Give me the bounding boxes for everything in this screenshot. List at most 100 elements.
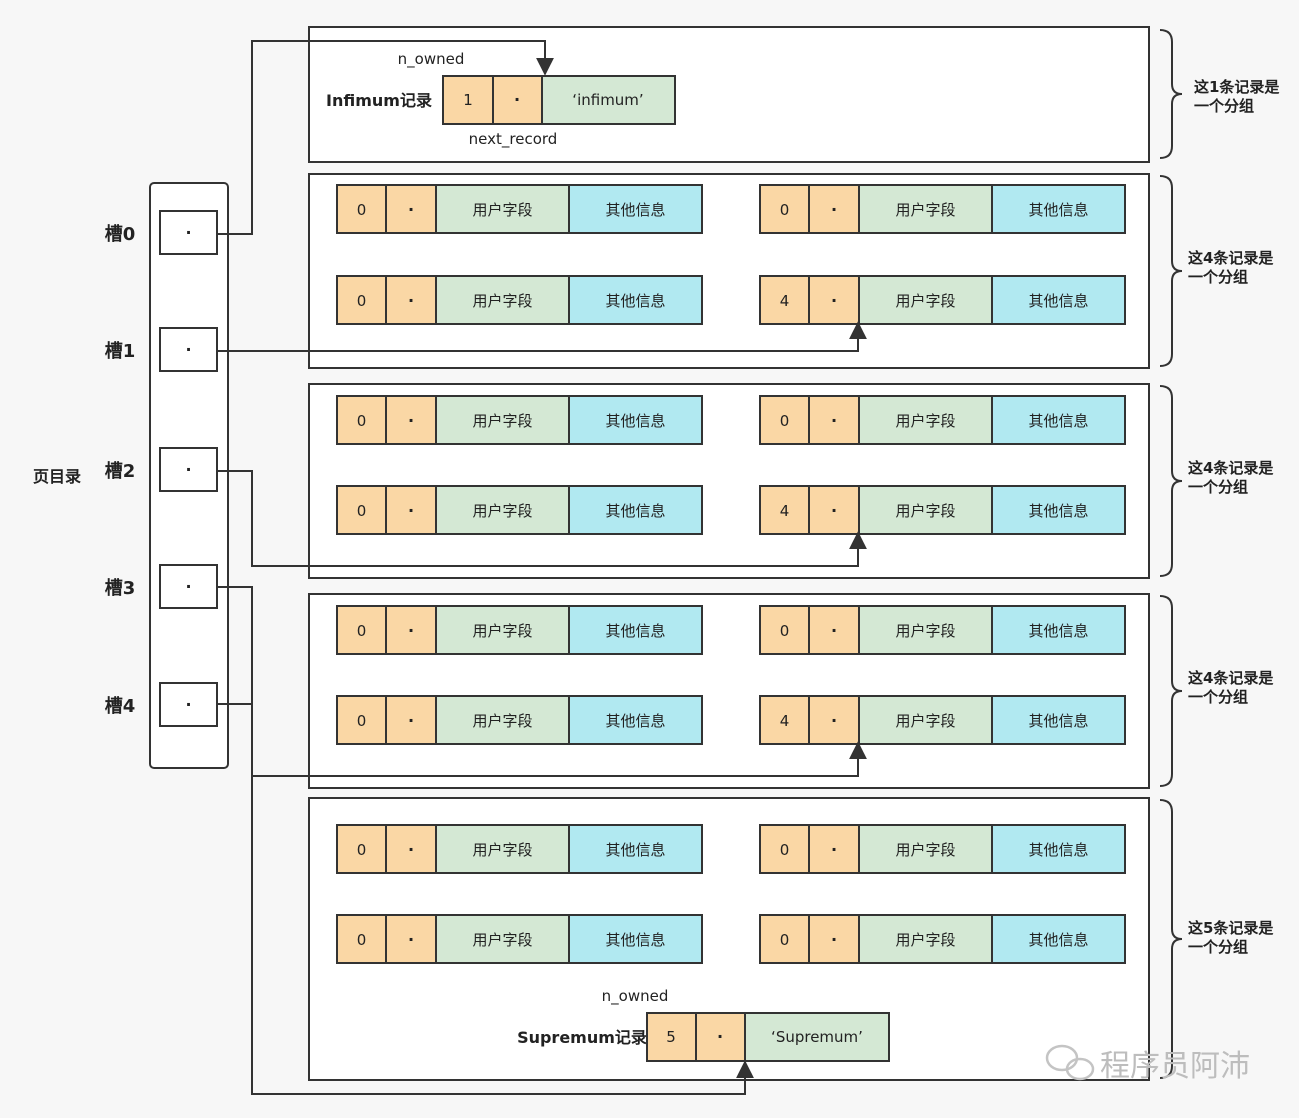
- slot-3-cell: [159, 564, 218, 609]
- supremum-title: Supremum记录: [517, 1028, 647, 1047]
- n-owned-cell: [759, 695, 810, 745]
- other-info-cell: [568, 395, 703, 445]
- n-owned-value: 0: [357, 841, 367, 859]
- pointer-dot: ·: [831, 501, 837, 520]
- other-info-cell: [991, 275, 1126, 325]
- slot-1-cell: [159, 327, 218, 372]
- infimum-group-brace: [1159, 29, 1183, 159]
- other-info-cell: [991, 184, 1126, 234]
- slot-3-label: 槽3: [105, 577, 136, 599]
- user-fields-cell: [435, 695, 570, 745]
- other-info-cell: [991, 485, 1126, 535]
- watermark-text: 程序员阿沛: [1100, 1049, 1250, 1084]
- other-info-cell: [568, 605, 703, 655]
- record: 0·用户字段其他信息: [759, 395, 1126, 445]
- other-info-label: 其他信息: [1028, 712, 1088, 730]
- n-owned-value: 0: [357, 412, 367, 430]
- pointer-dot: ·: [408, 621, 414, 640]
- group-1-brace: [1159, 175, 1183, 367]
- group-4-brace-label-line2: 一个分组: [1188, 938, 1248, 956]
- supremum-pointer-cell: [695, 1012, 746, 1062]
- next-record-cell: [808, 695, 860, 745]
- n-owned-value: 0: [357, 201, 367, 219]
- record: 0·用户字段其他信息: [336, 395, 703, 445]
- record: 0·用户字段其他信息: [336, 824, 703, 874]
- n-owned-value: 4: [780, 712, 790, 730]
- slot-2: ·槽2: [105, 447, 218, 492]
- other-info-cell: [568, 485, 703, 535]
- user-fields-cell: [858, 824, 993, 874]
- slot-3: · 槽3: [105, 564, 218, 609]
- pointer-dot: ·: [831, 930, 837, 949]
- n-owned-cell: [759, 395, 810, 445]
- slot-0: ·槽0: [105, 210, 218, 255]
- supremum-n-owned-value: 5: [666, 1028, 676, 1046]
- slot1-to-group1-arrow: [217, 321, 867, 352]
- slot-2-pointer-dot: ·: [185, 460, 191, 479]
- n-owned-value: 0: [780, 201, 790, 219]
- pointer-dot: ·: [831, 711, 837, 730]
- group-2-brace: [1159, 385, 1183, 577]
- supremum-record: Supremum记录 n_owned 5 · ‘Supremum’: [517, 987, 890, 1062]
- user-fields-label: 用户字段: [895, 502, 955, 520]
- pointer-dot: ·: [831, 840, 837, 859]
- infimum-record: Infimum记录 n_owned next_record 1 · ‘infim…: [326, 50, 676, 149]
- other-info-label: 其他信息: [1028, 201, 1088, 219]
- other-info-cell: [991, 914, 1126, 964]
- other-info-label: 其他信息: [605, 502, 665, 520]
- next-record-cell: [808, 914, 860, 964]
- next-record-cell: [385, 184, 437, 234]
- user-fields-cell: [858, 275, 993, 325]
- record: 0·用户字段其他信息: [759, 914, 1126, 964]
- user-fields-cell: [435, 914, 570, 964]
- next-record-cell: [385, 914, 437, 964]
- user-fields-label: 用户字段: [895, 412, 955, 430]
- infimum-value: ‘infimum’: [572, 91, 643, 109]
- record: 0·用户字段其他信息: [759, 605, 1126, 655]
- other-info-label: 其他信息: [605, 841, 665, 859]
- pointer-dot: ·: [831, 291, 837, 310]
- record: 0·用户字段其他信息: [336, 914, 703, 964]
- user-fields-label: 用户字段: [895, 712, 955, 730]
- pointer-dot: ·: [408, 411, 414, 430]
- n-owned-value: 4: [780, 292, 790, 310]
- slot2-to-group2-arrow: [217, 470, 867, 567]
- other-info-cell: [568, 824, 703, 874]
- wechat-icon: [1045, 1044, 1095, 1081]
- user-fields-label: 用户字段: [472, 931, 532, 949]
- n-owned-cell: [759, 184, 810, 234]
- next-record-cell: [385, 275, 437, 325]
- record: 0·用户字段其他信息: [336, 275, 703, 325]
- infimum-n-owned-value: 1: [463, 91, 473, 109]
- other-info-cell: [568, 914, 703, 964]
- pointer-dot: ·: [831, 200, 837, 219]
- n-owned-value: 0: [780, 841, 790, 859]
- n-owned-cell: [336, 914, 387, 964]
- other-info-label: 其他信息: [1028, 931, 1088, 949]
- group-2-brace-label-line1: 这4条记录是: [1188, 459, 1274, 477]
- group-2-brace-label-line2: 一个分组: [1188, 478, 1248, 496]
- supremum-value-cell: [744, 1012, 890, 1062]
- user-fields-cell: [858, 605, 993, 655]
- record: 0·用户字段其他信息: [759, 824, 1126, 874]
- user-fields-label: 用户字段: [895, 622, 955, 640]
- other-info-label: 其他信息: [605, 412, 665, 430]
- user-fields-label: 用户字段: [895, 292, 955, 310]
- other-info-label: 其他信息: [1028, 841, 1088, 859]
- other-info-label: 其他信息: [605, 931, 665, 949]
- other-info-label: 其他信息: [1028, 622, 1088, 640]
- record: 0·用户字段其他信息: [336, 605, 703, 655]
- record: 4 · 用户字段 其他信息: [759, 695, 1126, 745]
- slot-3-pointer-dot: ·: [185, 577, 191, 596]
- group-3-brace-label-line2: 一个分组: [1188, 688, 1248, 706]
- infimum-n-owned-cell: [442, 75, 494, 125]
- group-4-brace-label-line1: 这5条记录是: [1188, 919, 1274, 937]
- infimum-group-box: [308, 26, 1150, 163]
- infimum-value-cell: [541, 75, 676, 125]
- other-info-label: 其他信息: [1028, 292, 1088, 310]
- other-info-cell: [991, 824, 1126, 874]
- n-owned-cell: [336, 824, 387, 874]
- other-info-cell: [991, 395, 1126, 445]
- other-info-cell: [568, 275, 703, 325]
